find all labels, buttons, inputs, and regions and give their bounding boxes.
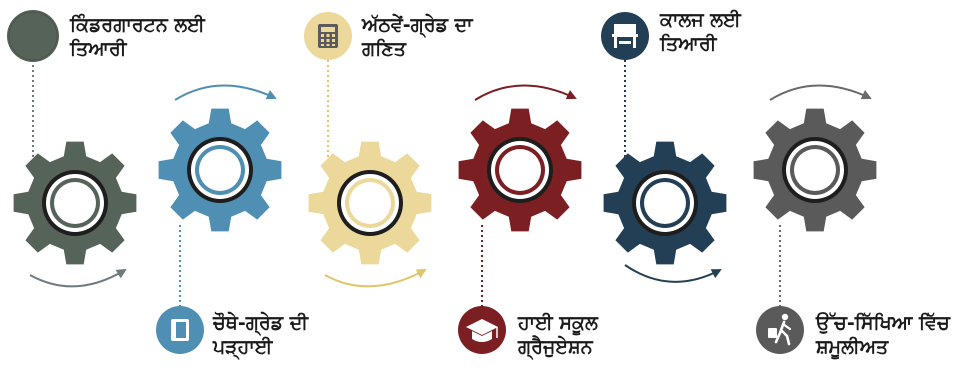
desk-icon (612, 24, 638, 48)
step-icon-fourth-grade (156, 306, 204, 354)
label-fourth-grade-line1: ਚੌਥੇ-ਗ੍ਰੇਡ ਦੀ (213, 312, 309, 334)
rotation-arrow-3 (324, 269, 427, 288)
gear-ring (199, 149, 241, 191)
label-high-school-line1: ਹਾਈ ਸਕੂਲ (518, 312, 598, 334)
gear-eighth-grade (308, 141, 432, 265)
label-eighth-grade-line2: ਗਣਿਤ (362, 38, 406, 60)
gear-kindergarten (13, 141, 137, 265)
label-kindergarten-line1: ਕਿੰਡਰਗਾਰਟਨ ਲਈ (70, 14, 205, 36)
label-college: ਕਾਲਜ ਲਈ ਤਿਆਰੀ (660, 8, 741, 56)
graduation-cap-icon (466, 319, 498, 342)
gear-fourth-grade (158, 108, 282, 232)
gear-ring (54, 182, 96, 224)
calculator-icon (318, 24, 338, 48)
label-kindergarten-line2: ਤਿਆਰੀ (70, 38, 127, 60)
gear-college (603, 141, 727, 265)
gear-high-school (458, 108, 582, 232)
label-eighth-grade-line1: ਅੱਠਵੇਂ-ਗ੍ਰੇਡ ਦਾ (362, 14, 473, 36)
label-fourth-grade: ਚੌਥੇ-ਗ੍ਰੇਡ ਦੀ ਪੜ੍ਹਾਈ (213, 311, 308, 359)
rotation-arrow-1 (29, 268, 127, 288)
label-higher-education: ਉੱਚ-ਸਿੱਖਿਆ ਵਿੱਚ ਸ਼ਮੂਲੀਅਤ (816, 311, 950, 359)
rotation-arrow-4 (474, 84, 577, 101)
label-college-line2: ਤਿਆਰੀ (660, 33, 717, 55)
gear-ring (794, 149, 836, 191)
label-higher-education-line1: ਉੱਚ-ਸਿੱਖਿਆ ਵਿੱਚ (816, 312, 950, 334)
step-icon-high-school (458, 306, 506, 354)
label-kindergarten: ਕਿੰਡਰਗਾਰਟਨ ਲਈ ਤਿਆਰੀ (70, 13, 205, 61)
step-icon-kindergarten (7, 10, 59, 62)
book-icon (171, 319, 189, 341)
label-eighth-grade: ਅੱਠਵੇਂ-ਗ੍ਰੇਡ ਦਾ ਗਣਿਤ (362, 13, 473, 61)
gear-ring (644, 182, 686, 224)
step-icon-higher-education (756, 306, 804, 354)
label-higher-education-line2: ਸ਼ਮੂਲੀਅਤ (816, 336, 889, 358)
rotation-arrow-5 (624, 264, 722, 283)
step-icon-eighth-grade (304, 12, 352, 60)
rotation-arrow-6 (769, 84, 872, 101)
label-high-school-line2: ਗ੍ਰੈਜੁਏਸ਼ਨ (518, 336, 593, 358)
gear-higher-education (753, 108, 877, 232)
step-icon-college (601, 12, 649, 60)
label-college-line1: ਕਾਲਜ ਲਈ (660, 9, 741, 31)
gear-ring (499, 149, 541, 191)
rotation-arrow-2 (174, 84, 277, 101)
label-high-school: ਹਾਈ ਸਕੂਲ ਗ੍ਰੈਜੁਏਸ਼ਨ (518, 311, 598, 359)
label-fourth-grade-line2: ਪੜ੍ਹਾਈ (213, 336, 273, 358)
walking-person-icon (768, 313, 792, 346)
gear-ring (349, 182, 391, 224)
